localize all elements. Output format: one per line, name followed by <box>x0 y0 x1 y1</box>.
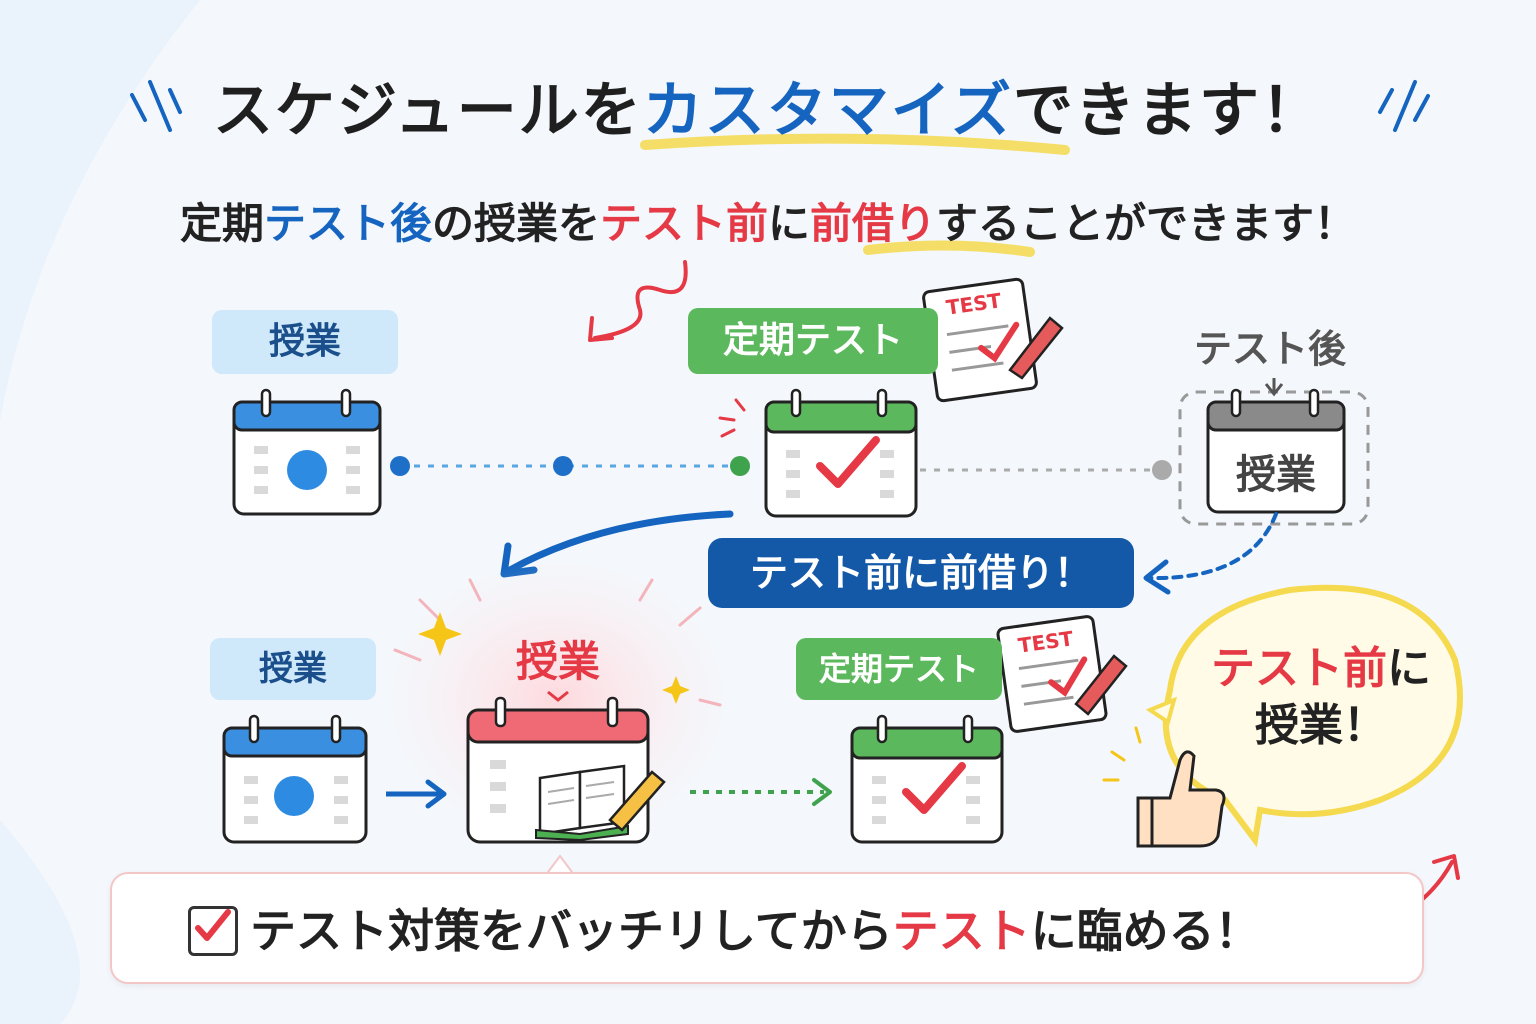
bottom-message: テスト対策をバッチリしてからテストに臨める！ <box>250 895 1330 961</box>
subtitle-part-7: することができます！ <box>936 199 1357 248</box>
subtitle: 定期テスト後の授業をテスト前に前借りすることができます！ <box>0 190 1536 251</box>
big-blue-arrow <box>506 510 734 574</box>
after-arrow-head <box>1264 383 1284 397</box>
timeline-dot-2 <box>553 456 573 476</box>
title-right-strokes <box>1378 80 1430 132</box>
lesson-tag-bottom: 授業 <box>210 638 376 700</box>
dashed-blue-curve <box>1148 512 1278 581</box>
calendar-exam-top <box>764 388 918 518</box>
red-swirl-arrowhead <box>588 316 614 342</box>
blue-arrow-short-head <box>425 779 447 809</box>
subtitle-part-2: テスト後 <box>263 199 432 248</box>
title-suffix: できます！ <box>1013 76 1323 146</box>
calendar-moved-lesson <box>466 696 666 844</box>
glow-rays <box>393 578 722 707</box>
subtitle-part-1: 定期 <box>179 199 264 248</box>
red-swirl-bottom-head <box>1432 854 1460 880</box>
bubble-line1-red: テスト前 <box>1211 643 1387 694</box>
after-label: テスト後 <box>1193 327 1346 371</box>
green-dashed-arrowhead <box>812 778 832 806</box>
lesson-tag-top: 授業 <box>212 310 398 374</box>
checkbox-icon <box>188 906 238 956</box>
speech-bubble-tail <box>1145 696 1178 726</box>
timeline-dot-1 <box>390 456 410 476</box>
moved-lesson-chevron <box>547 690 569 702</box>
calendar-lesson-top <box>232 388 382 516</box>
calendar-after-top <box>1206 388 1346 514</box>
test-paper-bottom <box>996 615 1128 733</box>
bottom-part-2: バッチリ <box>526 904 710 958</box>
title-prefix: スケジュールを <box>212 76 643 146</box>
test-paper-top <box>922 277 1064 403</box>
bottom-part-1: テスト対策を <box>250 904 526 958</box>
bg-curve-bottom-left <box>0 820 80 1024</box>
moved-lesson-tag: 授業 <box>515 637 600 686</box>
exam-tag-top: 定期テスト <box>688 308 938 374</box>
timeline-dot-3 <box>730 456 750 476</box>
subtitle-part-5: に <box>768 199 811 248</box>
borrow-banner: テスト前に前借り！ <box>708 538 1134 608</box>
bubble-text: テスト前に 授業！ <box>1196 640 1446 754</box>
dashed-blue-arrowhead <box>1143 559 1171 595</box>
bottom-part-3: してから <box>710 904 893 958</box>
title-highlight <box>640 133 1070 155</box>
exam-sparkle <box>718 398 746 438</box>
bg-curve-top-left <box>0 0 200 420</box>
sparkle-1 <box>418 612 462 656</box>
bottom-box-pointer <box>547 854 573 873</box>
bottom-part-4: テスト <box>892 904 1031 958</box>
title-highlight-word: カスタマイズ <box>642 76 1013 146</box>
subtitle-part-4: テスト前 <box>599 199 768 248</box>
calendar-lesson-bottom <box>222 714 368 844</box>
subtitle-part-6: 前借り <box>810 199 937 248</box>
thumbs-up-icon <box>1136 750 1226 848</box>
after-calendar-label: 授業 <box>1236 452 1316 498</box>
page-title: スケジュールをカスタマイズできます！ <box>0 62 1536 149</box>
sparkle-2 <box>662 676 690 704</box>
thumbs-sparkle <box>1102 726 1142 782</box>
title-left-strokes <box>130 80 182 132</box>
subtitle-part-3: の授業を <box>431 199 600 248</box>
exam-tag-bottom: 定期テスト <box>796 638 1002 700</box>
bottom-part-5: に臨める！ <box>1030 904 1261 958</box>
red-swirl-arrow <box>593 260 688 340</box>
bottom-box <box>110 872 1424 984</box>
timeline-dot-4 <box>1152 460 1172 480</box>
calendar-exam-bottom <box>850 714 1004 844</box>
subtitle-highlight <box>863 240 1035 257</box>
bubble-line2: 授業！ <box>1255 700 1387 752</box>
bubble-line1-rest: に <box>1387 643 1431 694</box>
